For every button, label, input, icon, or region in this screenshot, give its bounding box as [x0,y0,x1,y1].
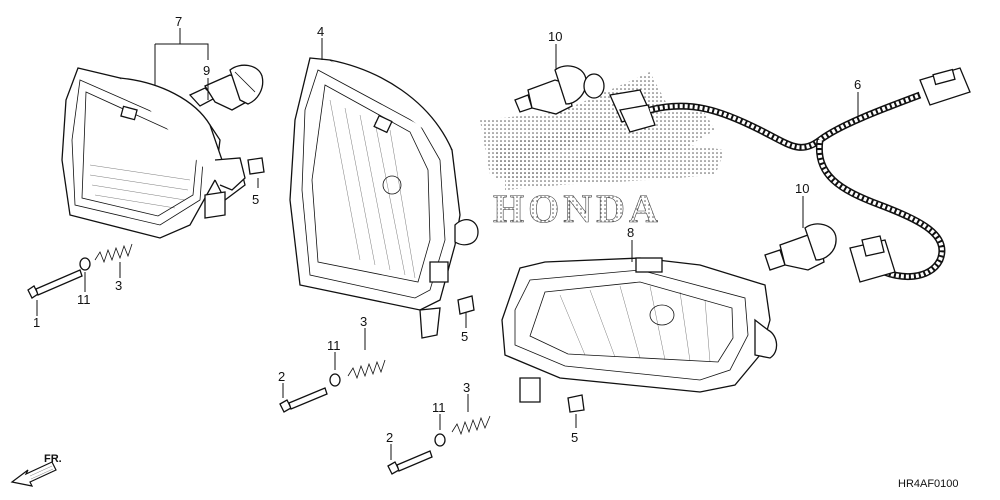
callout-5: 5 [252,192,259,207]
diagram-code: HR4AF0100 [898,478,959,490]
clip-5-c [567,394,585,413]
callout-4: 4 [317,24,324,39]
callout-3: 3 [115,278,122,293]
screw-2-b [387,450,433,475]
screw-2-a [279,387,328,413]
headlight-lower-8 [501,257,778,403]
wire-harness-6 [609,67,971,283]
callout-5: 5 [571,430,578,445]
callout-8: 8 [627,225,634,240]
callout-11: 11 [432,400,446,415]
leader-lines [36,28,859,460]
front-direction-arrow: FR. [10,453,62,487]
callout-3: 3 [360,314,367,329]
callout-2: 2 [386,430,393,445]
spring-3-c [451,415,491,436]
callout-10: 10 [795,181,809,196]
callout-9: 9 [203,63,210,78]
washer-11-c [434,433,446,447]
callout-5: 5 [461,329,468,344]
callout-labels: 7 9 5 4 10 6 10 8 5 3 11 1 3 11 2 3 11 2… [33,14,861,445]
callout-11: 11 [77,292,91,307]
clip-5-a [247,157,265,175]
bulb-10-upper [514,65,605,115]
callout-2: 2 [278,369,285,384]
callout-10: 10 [548,29,562,44]
callout-11: 11 [327,338,341,353]
callout-3: 3 [463,380,470,395]
clip-5-b [457,295,475,315]
callout-7: 7 [175,14,182,29]
bulb-9 [188,64,264,111]
spring-3-a [94,243,133,264]
spring-3-b [347,359,386,380]
washer-11-b [329,373,341,387]
headlight-center-4 [289,57,479,339]
honda-logo-text: HONDA [493,186,662,231]
washer-11-a [79,257,91,271]
direction-label: FR. [44,453,62,465]
honda-wing-logo: HONDA [480,72,725,231]
callout-6: 6 [854,77,861,92]
headlight-left-7 [61,67,246,239]
callout-1: 1 [33,315,40,330]
bulb-10-lower [764,223,837,271]
screw-1 [27,269,83,299]
